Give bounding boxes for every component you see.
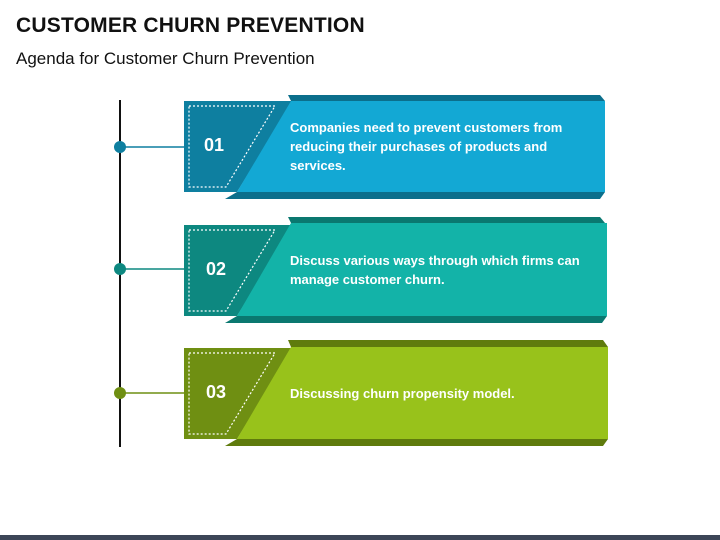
banner-3 [237,347,608,439]
timeline-dot-1 [114,141,126,153]
banner-top-edge-3 [288,340,608,347]
banner-bottom-edge-2 [225,316,607,323]
number-frame-3 [188,352,277,435]
agenda-item-1 [114,95,605,199]
item-text-2: Discuss various ways through which firms… [290,253,580,287]
footer-bar [0,535,720,540]
timeline-dot-3 [114,387,126,399]
item-text-1: Companies need to prevent customers from… [290,120,563,173]
banner-2 [237,223,607,316]
banner-top-edge-1 [288,95,605,101]
agenda-item-3 [114,340,608,446]
number-block-3 [184,348,293,439]
item-number-3: 03 [205,382,227,402]
item-number-2: 02 [205,259,227,279]
page-subtitle: Agenda for Customer Churn Prevention [16,49,315,68]
number-block-1 [184,101,293,192]
banner-1 [237,101,605,192]
item-number-1: 01 [203,135,225,155]
number-block-2 [184,225,293,316]
agenda-item-2 [114,217,607,323]
number-frame-2 [188,229,277,312]
item-text-3: Discussing churn propensity model. [290,386,515,401]
banner-bottom-edge-3 [225,439,608,446]
timeline-dot-2 [114,263,126,275]
number-frame-1 [188,105,277,188]
banner-top-edge-2 [288,217,605,223]
page-title: CUSTOMER CHURN PREVENTION [16,14,365,37]
banner-bottom-edge-1 [225,192,605,199]
